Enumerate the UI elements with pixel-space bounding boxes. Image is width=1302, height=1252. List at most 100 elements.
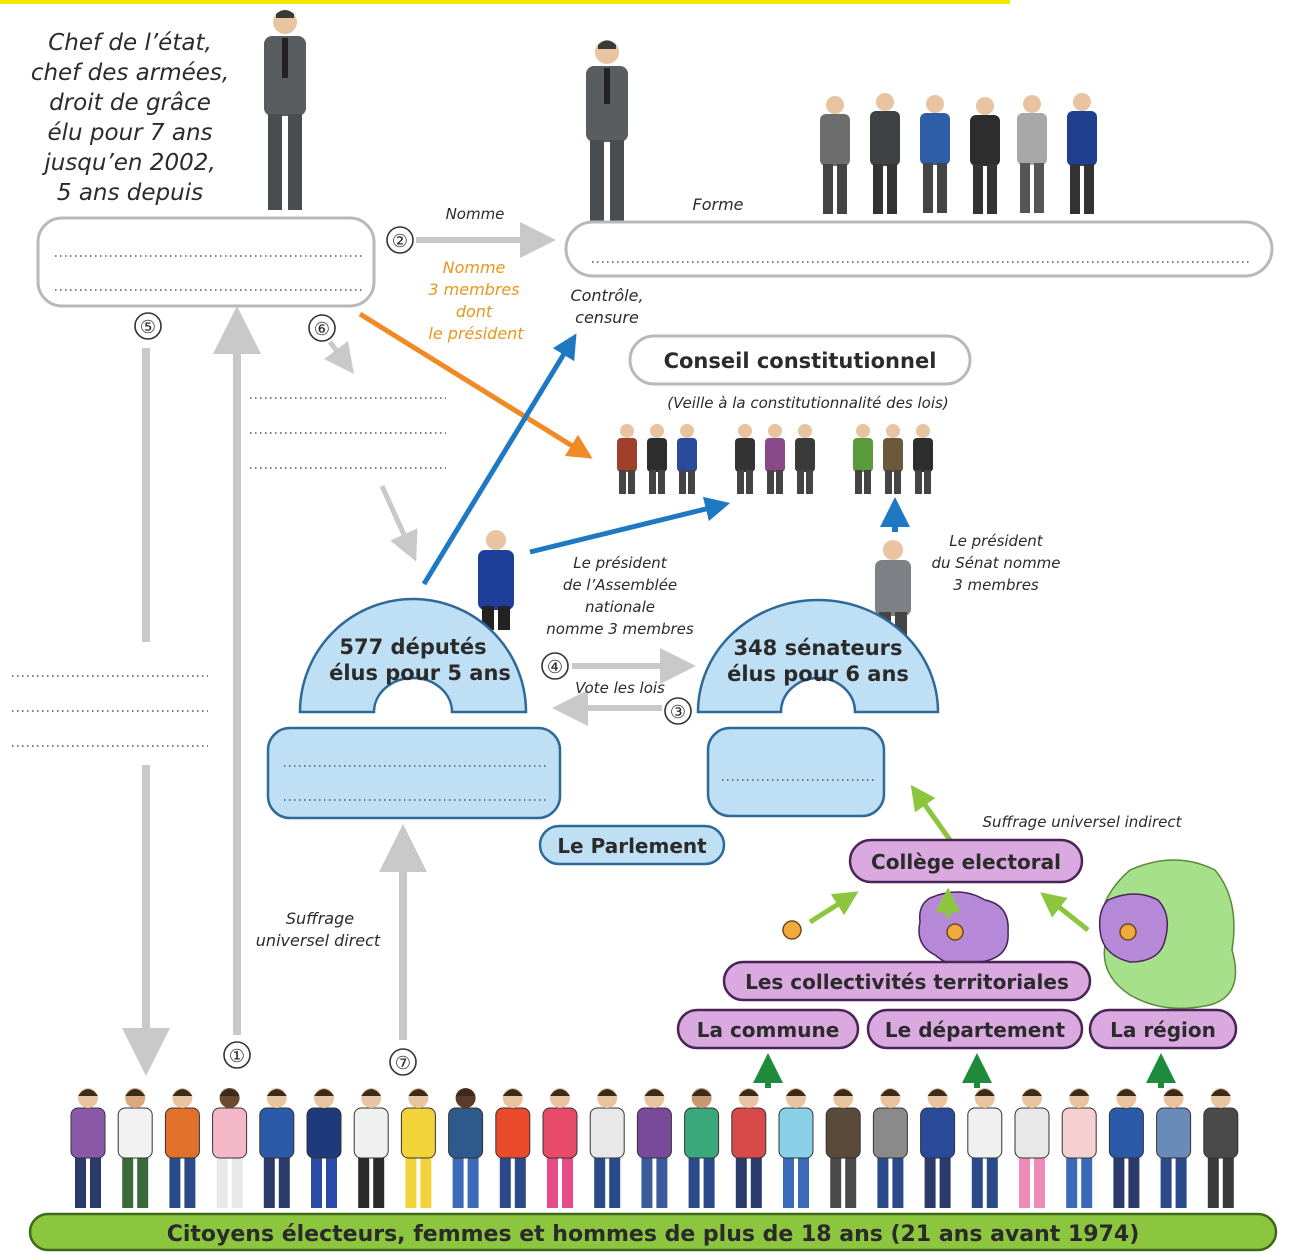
number-3-circle	[664, 697, 692, 725]
prime-minister-figure	[586, 40, 628, 222]
deputes-label-1: 577 députés	[339, 635, 486, 659]
vote-les-lois-label: Vote les lois	[575, 679, 665, 697]
number-5-circle	[134, 312, 162, 340]
svg-text:Le président: Le président	[949, 532, 1044, 550]
citizen-figure	[1108, 1088, 1144, 1208]
president-figure	[264, 10, 306, 210]
controle-label: Contrôle,	[570, 286, 643, 305]
citizen-figure	[448, 1088, 484, 1208]
president-assemblee-figure	[478, 530, 514, 630]
citizen-figure	[920, 1088, 956, 1208]
svg-text:nomme 3 membres: nomme 3 membres	[546, 620, 694, 638]
citoyens-label: Citoyens électeurs, femmes et hommes de …	[167, 1222, 1140, 1247]
citizen-figure	[1203, 1088, 1239, 1208]
college-electoral-label: Collège electoral	[871, 850, 1061, 874]
commune-box	[676, 1008, 860, 1050]
number-5: ⑤	[140, 317, 156, 338]
president-senat-label: Le président du Sénat nomme 3 membres	[931, 532, 1060, 594]
president-role-line-6: 5 ans depuis	[57, 180, 203, 206]
president-role-line-5: jusqu’en 2002,	[41, 150, 215, 176]
conseil-constitutionnel-title: Conseil constitutionnel	[664, 349, 937, 373]
assemblee-hemicycle	[298, 597, 528, 714]
commune-label: La commune	[697, 1018, 840, 1042]
svg-text:nationale: nationale	[585, 598, 655, 616]
region-box	[1088, 1008, 1238, 1050]
citizen-figure	[400, 1088, 436, 1208]
number-1-circle	[223, 1041, 251, 1069]
number-7-circle	[389, 1048, 417, 1076]
government-answer-box[interactable]	[564, 220, 1274, 278]
citizens-crowd	[70, 1088, 1239, 1208]
conseil-constitutionnel-subtitle: (Veille à la constitutionnalité des lois…	[667, 394, 948, 412]
citizen-figure	[1156, 1088, 1192, 1208]
number-2: ②	[392, 231, 408, 252]
citizen-figure	[353, 1088, 389, 1208]
svg-text:du Sénat nomme: du Sénat nomme	[931, 554, 1060, 572]
svg-text:de l’Assemblée: de l’Assemblée	[563, 576, 677, 594]
svg-text:3 membres: 3 membres	[953, 576, 1039, 594]
deputes-label-2: élus pour 5 ans	[329, 661, 511, 685]
conseil-members-figures	[617, 424, 933, 494]
collectivites-box	[722, 960, 1092, 1002]
citizen-figure	[117, 1088, 153, 1208]
arrow-region-to-college	[1040, 892, 1090, 932]
president-role-line-2: chef des armées,	[31, 60, 229, 86]
conseil-constitutionnel-box	[628, 334, 972, 386]
departement-dot	[946, 923, 964, 941]
president-role-line-3: droit de grâce	[49, 90, 211, 116]
number-1: ①	[229, 1046, 245, 1067]
citizen-figure	[872, 1088, 908, 1208]
president-answer-box[interactable]	[36, 216, 376, 308]
svg-text:Le président: Le président	[573, 554, 668, 572]
nomme-3-membres-label: Nomme 3 membres dont le président	[428, 258, 524, 343]
number-2-circle	[386, 226, 414, 254]
number-6-circle	[308, 314, 336, 342]
citizen-figure	[967, 1088, 1003, 1208]
senat-answer-box[interactable]	[706, 726, 886, 818]
president-role-line-1: Chef de l’état,	[48, 30, 212, 56]
parlement-label-box	[538, 824, 726, 866]
citizen-figure	[164, 1088, 200, 1208]
citizen-figure	[259, 1088, 295, 1208]
number-4: ④	[547, 657, 563, 678]
departement-box	[866, 1008, 1084, 1050]
parlement-label: Le Parlement	[557, 834, 707, 858]
citizen-figure	[1014, 1088, 1050, 1208]
commune-dot	[782, 920, 802, 940]
citizen-figure	[825, 1088, 861, 1208]
citizen-figure	[731, 1088, 767, 1208]
svg-text:Nomme: Nomme	[443, 258, 506, 277]
region-dot	[1119, 923, 1137, 941]
senateurs-label-1: 348 sénateurs	[733, 636, 902, 660]
arrow-commune-to-college	[808, 891, 859, 925]
svg-text:le président: le président	[428, 324, 524, 343]
number-3: ③	[670, 702, 686, 723]
president-role-text: Chef de l’état, chef des armées, droit d…	[31, 30, 229, 206]
college-electoral-box	[848, 838, 1084, 884]
citizen-figure	[212, 1088, 248, 1208]
departement-shape	[918, 891, 1009, 967]
arrow-6-short	[324, 340, 354, 374]
svg-text:3 membres: 3 membres	[428, 280, 519, 299]
arrow-blue-assemblee-to-conseil	[529, 496, 731, 555]
forme-label: Forme	[693, 195, 744, 214]
suffrage-direct-label-1: Suffrage	[286, 909, 354, 928]
citizen-figure	[589, 1088, 625, 1208]
senateurs-label-2: élus pour 6 ans	[727, 662, 909, 686]
citizen-figure	[306, 1088, 342, 1208]
number-4-circle	[541, 652, 569, 680]
number-7: ⑦	[395, 1053, 411, 1074]
ministers-figures	[820, 93, 1097, 214]
citizen-figure	[636, 1088, 672, 1208]
arrow-blue-controle-censure	[421, 333, 577, 586]
president-assemblee-label: Le président de l’Assemblée nationale no…	[546, 554, 694, 638]
citizen-figure	[70, 1088, 106, 1208]
region-label: La région	[1110, 1018, 1216, 1042]
arrow-college-to-senat	[910, 784, 953, 842]
number-6: ⑥	[314, 319, 330, 340]
citizen-figure	[1061, 1088, 1097, 1208]
senat-hemicycle	[696, 598, 940, 714]
svg-text:dont: dont	[456, 302, 493, 321]
assemblee-answer-box[interactable]	[266, 726, 562, 820]
collectivites-label: Les collectivités territoriales	[745, 970, 1069, 994]
